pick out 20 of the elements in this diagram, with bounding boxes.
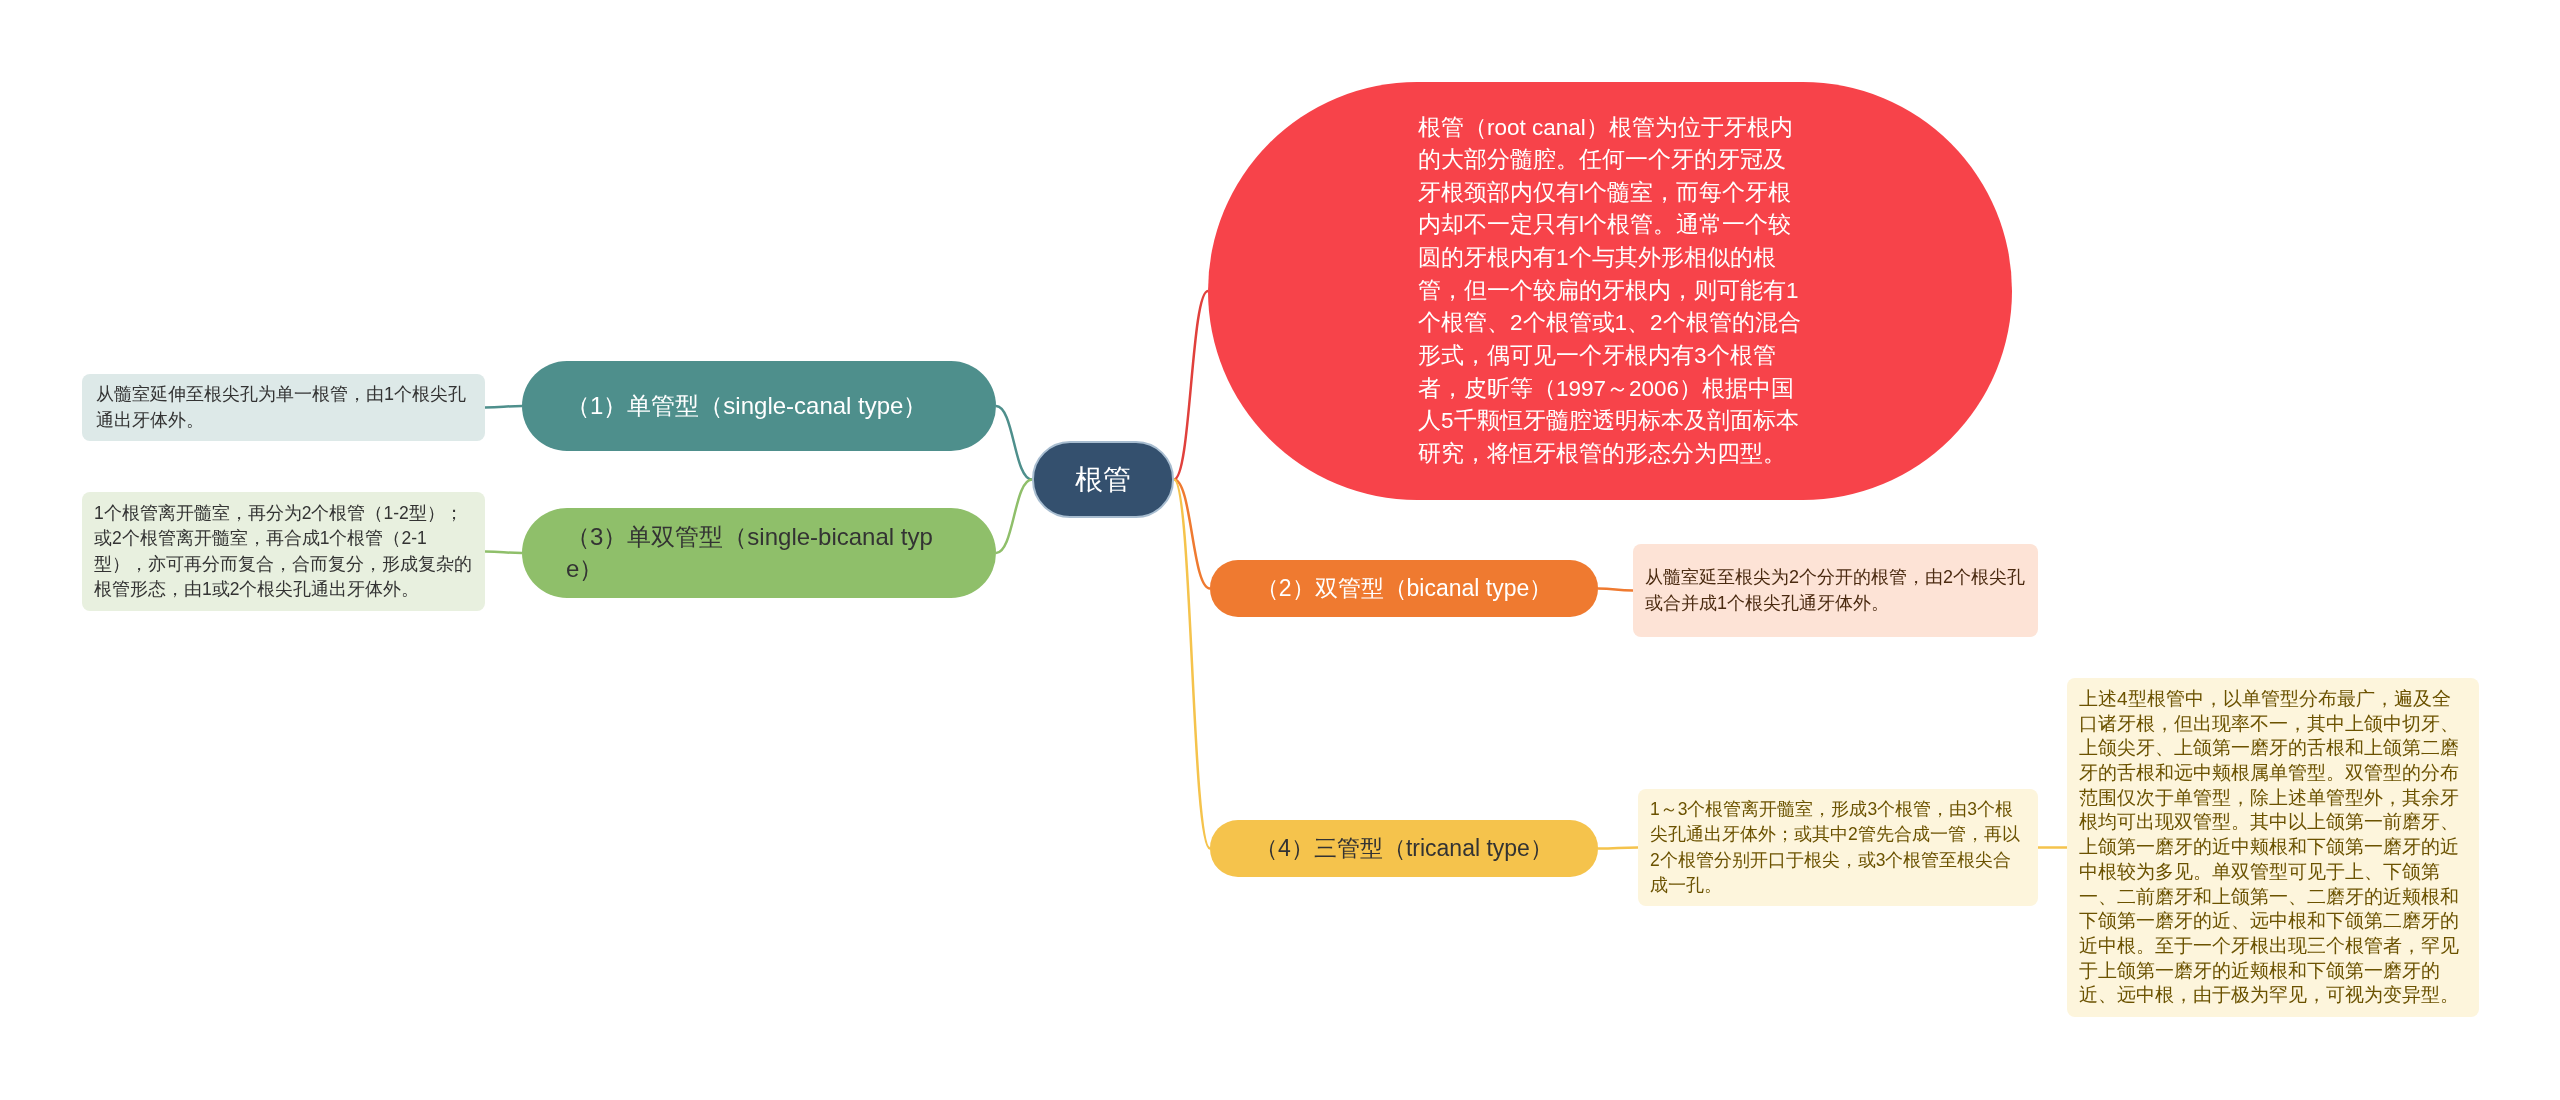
branch-topic: （4）三管型（tricanal type） bbox=[1210, 820, 1598, 877]
connector-line bbox=[995, 404, 1033, 481]
branch-topic: （1）单管型（single-canal type） bbox=[522, 361, 996, 451]
connector-line bbox=[1173, 290, 1209, 481]
connector-line bbox=[1173, 478, 1211, 590]
note-card: 上述4型根管中，以单管型分布最广，遍及全口诸牙根，但出现率不一，其中上颌中切牙、上颌尖牙、上颌第一磨牙的舌根和上颌第二磨牙的舌根和远中颊根属单管型。双管型的分布范围仅次于单管型，除上述单管型外，其余牙根均可出现双管型。其中以上颌第一前磨牙、上颌第一磨牙的近中颊根和下颌第一磨牙的近中根较为多见。单双管型可见于上、下颌第一、二前磨牙和上颌第一、二磨牙的近颊根和下颌第一磨牙的近、远中根和下颌第二磨牙的近中根。至于一个牙根出现三个根管者，罕见于上颌第一磨牙的近颊根和下颌第一磨牙的近、远中根，由于极为罕见，可视为变异型。 bbox=[2067, 678, 2479, 1017]
connector-line bbox=[485, 550, 522, 555]
note-card: 从髓室延至根尖为2个分开的根管，由2个根尖孔或合并成1个根尖孔通牙体外。 bbox=[1633, 544, 2038, 637]
connector-line bbox=[2038, 846, 2067, 849]
note-card: 1～3个根管离开髓室，形成3个根管，由3个根尖孔通出牙体外；或其中2管先合成一管，再以2个根管分别开口于根尖，或3个根管至根尖合成一孔。 bbox=[1638, 789, 2038, 906]
connector-line bbox=[995, 478, 1033, 555]
connector-line bbox=[1598, 846, 1638, 850]
connector-line bbox=[1598, 587, 1633, 592]
note-card: 1个根管离开髓室，再分为2个根管（1-2型）；或2个根管离开髓室，再合成1个根管（2-1型），亦可再分而复合，合而复分，形成复杂的根管形态，由1或2个根尖孔通出牙体外。 bbox=[82, 492, 485, 611]
connector-line bbox=[1172, 478, 1212, 850]
connector-line bbox=[485, 404, 522, 409]
branch-topic: （2）双管型（bicanal type） bbox=[1210, 560, 1598, 617]
note-card: 从髓室延伸至根尖孔为单一根管，由1个根尖孔通出牙体外。 bbox=[82, 374, 485, 441]
central-topic: 根管 bbox=[1032, 441, 1174, 518]
branch-topic: （3）单双管型（single-bicanal type） bbox=[522, 508, 996, 598]
